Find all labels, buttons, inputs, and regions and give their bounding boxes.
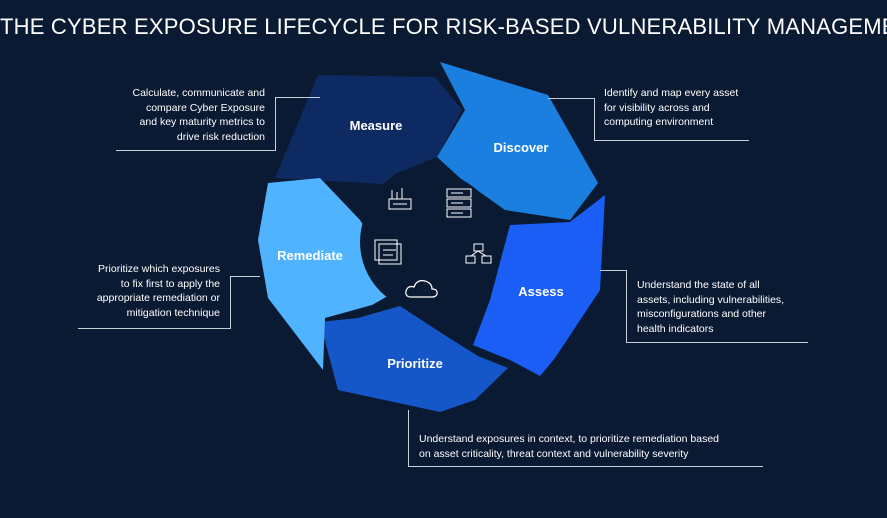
measure-connector-top xyxy=(275,97,320,98)
measure-desc-line: drive risk reduction xyxy=(176,130,265,143)
prioritize-connector-h xyxy=(408,466,763,467)
assess-desc-line: misconfigurations and other xyxy=(637,308,766,320)
prioritize-desc-line: Understand exposures in context, to prio… xyxy=(419,433,719,445)
center-hub xyxy=(360,172,500,312)
remediate-connector-top xyxy=(230,276,260,277)
measure-desc-line: and key maturity metrics to xyxy=(139,116,265,128)
segment-measure xyxy=(275,75,462,184)
code-window-icon xyxy=(374,239,402,265)
remediate-connector-h xyxy=(78,328,231,329)
remediate-desc-line: mitigation technique xyxy=(126,306,220,319)
label-remediate: Remediate xyxy=(277,248,343,263)
prioritize-connector-v xyxy=(408,410,409,467)
assess-desc-line: Understand the state of all xyxy=(637,279,760,291)
prioritize-desc-line: on asset criticality, threat context and… xyxy=(419,447,689,460)
remediate-desc-line: Prioritize which exposures xyxy=(98,263,220,275)
label-measure: Measure xyxy=(350,118,403,133)
segment-discover xyxy=(437,62,598,220)
discover-connector-h xyxy=(594,140,749,141)
discover-connector-v xyxy=(594,98,595,141)
segment-remediate xyxy=(258,178,395,370)
factory-icon xyxy=(388,188,412,210)
segment-assess xyxy=(473,195,605,376)
remediate-desc-line: to fix first to apply the xyxy=(120,277,220,290)
discover-connector-top xyxy=(548,98,595,99)
measure-connector-h xyxy=(116,150,276,151)
network-nodes-icon xyxy=(465,243,492,264)
assess-connector-h xyxy=(626,342,808,343)
label-prioritize: Prioritize xyxy=(387,356,443,371)
measure-desc-line: compare Cyber Exposure xyxy=(145,101,265,114)
assess-desc-line: health indicators xyxy=(637,322,714,335)
label-discover: Discover xyxy=(494,140,549,155)
assess-connector-top xyxy=(600,270,627,271)
discover-description: Identify and map every asset for visibil… xyxy=(604,86,784,130)
segment-prioritize xyxy=(320,306,508,412)
server-rack-icon xyxy=(446,188,472,218)
assess-description: Understand the state of all assets, incl… xyxy=(637,278,827,336)
measure-connector-v xyxy=(275,97,276,151)
assess-connector-v xyxy=(626,270,627,343)
discover-desc-line: for visibility across and xyxy=(604,101,710,114)
label-assess: Assess xyxy=(518,284,564,299)
cloud-icon xyxy=(405,280,438,298)
discover-desc-line: computing environment xyxy=(604,116,714,128)
remediate-description: Prioritize which exposures to fix first … xyxy=(70,262,220,320)
remediate-connector-v xyxy=(230,276,231,329)
discover-desc-line: Identify and map every asset xyxy=(604,87,739,99)
measure-desc-line: Calculate, communicate and xyxy=(132,87,266,99)
assess-desc-line: assets, including vulnerabilities, xyxy=(637,293,785,306)
remediate-desc-line: appropriate remediation or xyxy=(96,292,220,304)
page-title: THE CYBER EXPOSURE LIFECYCLE FOR RISK-BA… xyxy=(0,14,887,39)
prioritize-description: Understand exposures in context, to prio… xyxy=(419,432,779,461)
measure-description: Calculate, communicate and compare Cyber… xyxy=(110,86,266,144)
